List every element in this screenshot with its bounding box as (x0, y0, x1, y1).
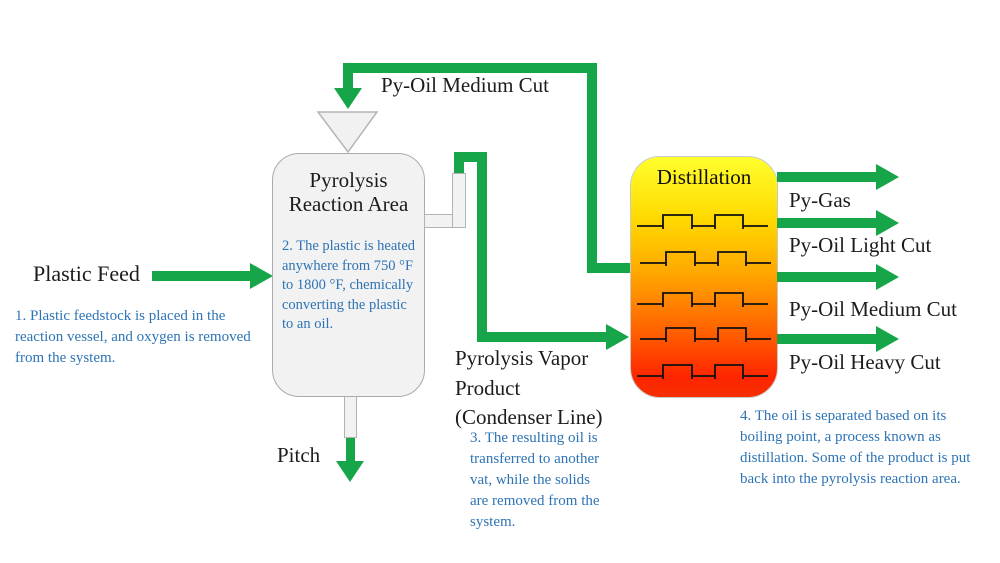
return-pipe-top-horizontal (343, 63, 597, 73)
output-label-py-oil-light: Py-Oil Light Cut (789, 233, 932, 257)
pyrolysis-vapor-label: Pyrolysis Vapor Product (Condenser Line) (455, 346, 603, 429)
note-3: 3. The resulting oil is transferred to a… (470, 430, 600, 530)
output-label-py-oil-medium: Py-Oil Medium Cut (789, 297, 958, 321)
pyrolysis-reaction-vessel: Pyrolysis Reaction Area 2. The plastic i… (272, 153, 425, 397)
chimney-vertical (452, 173, 466, 228)
plastic-feed-arrowhead-icon (250, 263, 273, 289)
tray-icon (637, 364, 769, 380)
tray-icon (640, 327, 772, 343)
py-oil-light-arrowhead-icon (876, 210, 899, 236)
py-oil-medium-arrow-shaft (777, 272, 877, 282)
condenser-pipe-riser (454, 152, 464, 178)
py-gas-arrowhead-icon (876, 164, 899, 190)
py-oil-medium-top-label: Py-Oil Medium Cut (381, 73, 550, 97)
funnel-inlet-arrowhead-icon (334, 88, 362, 109)
return-pipe-to-column (587, 263, 632, 273)
condenser-pipe-bottom (477, 332, 606, 342)
plastic-feed-label: Plastic Feed (33, 261, 140, 286)
plastic-feed-arrow-shaft (152, 271, 252, 281)
note-2: 2. The plastic is heated anywhere from 7… (282, 238, 416, 332)
condenser-pipe-top (454, 152, 487, 162)
vessel-title-line1: Pyrolysis (309, 168, 388, 192)
pitch-arrow-shaft (346, 438, 355, 463)
vessel-title: Pyrolysis Reaction Area (273, 168, 424, 216)
pitch-label: Pitch (277, 443, 321, 467)
return-pipe-drop (343, 63, 353, 89)
pitch-outlet-pipe (344, 395, 357, 438)
condenser-arrowhead-icon (606, 324, 629, 350)
py-oil-heavy-arrowhead-icon (876, 326, 899, 352)
output-label-py-oil-heavy: Py-Oil Heavy Cut (789, 350, 941, 374)
return-pipe-right-vertical (587, 63, 597, 273)
py-oil-heavy-arrow-shaft (777, 334, 877, 344)
py-oil-medium-arrowhead-icon (876, 264, 899, 290)
py-gas-arrow-shaft (777, 172, 877, 182)
vessel-title-line2: Reaction Area (288, 192, 409, 216)
feed-funnel (316, 111, 379, 154)
py-oil-light-arrow-shaft (777, 218, 877, 228)
tray-icon (637, 214, 769, 230)
tray-icon (637, 292, 769, 308)
output-label-py-gas: Py-Gas (789, 188, 851, 212)
distillation-column: Distillation (630, 156, 778, 398)
tray-icon (640, 251, 772, 267)
condenser-pipe-vertical (477, 152, 487, 342)
pitch-arrowhead-icon (336, 461, 364, 482)
note-4: 4. The oil is separated based on its boi… (740, 408, 971, 487)
column-title: Distillation (656, 165, 752, 189)
note-1: 1. Plastic feedstock is placed in the re… (15, 308, 251, 366)
